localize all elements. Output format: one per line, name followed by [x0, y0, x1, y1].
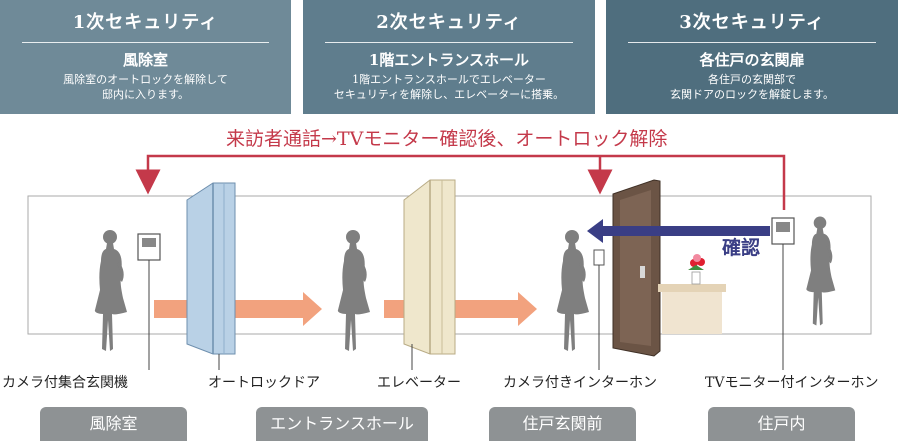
flower-vase — [691, 271, 701, 285]
panel-subtitle: 1階エントランスホール — [368, 51, 530, 69]
flow-arrow-1 — [154, 292, 322, 326]
panel-desc-line: 1階エントランスホールでエレベーター — [352, 73, 546, 86]
visitor-silhouette-2 — [337, 230, 370, 351]
label-autolock-door: オートロックドア — [208, 375, 320, 391]
panel-subtitle: 各住戸の玄関扉 — [699, 51, 805, 69]
location-tab-dwelling-front: 住戸玄関前 — [489, 407, 636, 441]
door-camera-intercom-icon — [593, 249, 605, 266]
panel-title: 1次セキュリティ — [72, 12, 219, 33]
unlock-signal-line — [135, 154, 786, 210]
security-panel-2: 2次セキュリティ 1階エントランスホール 1階エントランスホールでエレベーター … — [303, 0, 595, 114]
location-tab-entrance-hall: エントランスホール — [256, 407, 428, 441]
panel-title: 3次セキュリティ — [679, 12, 825, 33]
label-camera-entry-panel: カメラ付集合玄関機 — [2, 375, 128, 391]
panel-desc-line: セキュリティを解除し、エレベーターに搭乗。 — [333, 88, 565, 101]
panel-divider — [22, 42, 269, 43]
dwelling-door-handle — [640, 266, 645, 278]
panel-description: 1階エントランスホールでエレベーター セキュリティを解除し、エレベーターに搭乗。 — [307, 72, 591, 102]
panel-desc-line: 風除室のオートロックを解除して — [63, 73, 228, 86]
panel-divider — [628, 42, 876, 43]
location-tab-vestibule: 風除室 — [40, 407, 187, 441]
counter-body — [662, 292, 722, 334]
flower-leaves — [688, 265, 704, 270]
panel-desc-line: 各住戸の玄関部で — [708, 73, 796, 86]
resident-silhouette — [806, 216, 836, 326]
autolock-door — [186, 182, 236, 355]
label-tv-intercom: TVモニター付インターホン — [705, 375, 879, 391]
security-panel-3: 3次セキュリティ 各住戸の玄関扉 各住戸の玄関部で 玄関ドアのロックを解錠します… — [606, 0, 898, 114]
confirm-arrow — [587, 219, 770, 243]
location-tab-dwelling-inside: 住戸内 — [708, 407, 855, 441]
panel-subtitle: 風除室 — [122, 51, 168, 69]
flower-pink — [693, 254, 701, 262]
panel-description: 風除室のオートロックを解除して 邸内に入ります。 — [4, 72, 287, 102]
dwelling-door-panel — [620, 190, 651, 346]
panel-desc-line: 玄関ドアのロックを解錠します。 — [670, 88, 834, 101]
label-door-intercom: カメラ付きインターホン — [503, 375, 657, 391]
panel-title: 2次セキュリティ — [376, 12, 522, 33]
confirm-label: 確認 — [722, 237, 761, 259]
label-elevator: エレベーター — [377, 375, 461, 391]
camera-entry-panel-screen — [142, 238, 156, 247]
visitor-silhouette-1 — [94, 230, 127, 351]
visitor-silhouette-3 — [556, 230, 589, 351]
security-panel-1: 1次セキュリティ 風除室 風除室のオートロックを解除して 邸内に入ります。 — [0, 0, 291, 114]
tv-monitor-screen — [776, 222, 790, 232]
counter-top — [658, 284, 726, 292]
panel-divider — [325, 42, 573, 43]
unlock-flow-banner: 来訪者通話→TVモニター確認後、オートロック解除 — [226, 128, 668, 150]
panel-desc-line: 邸内に入ります。 — [102, 88, 189, 101]
panel-description: 各住戸の玄関部で 玄関ドアのロックを解錠します。 — [610, 72, 894, 102]
